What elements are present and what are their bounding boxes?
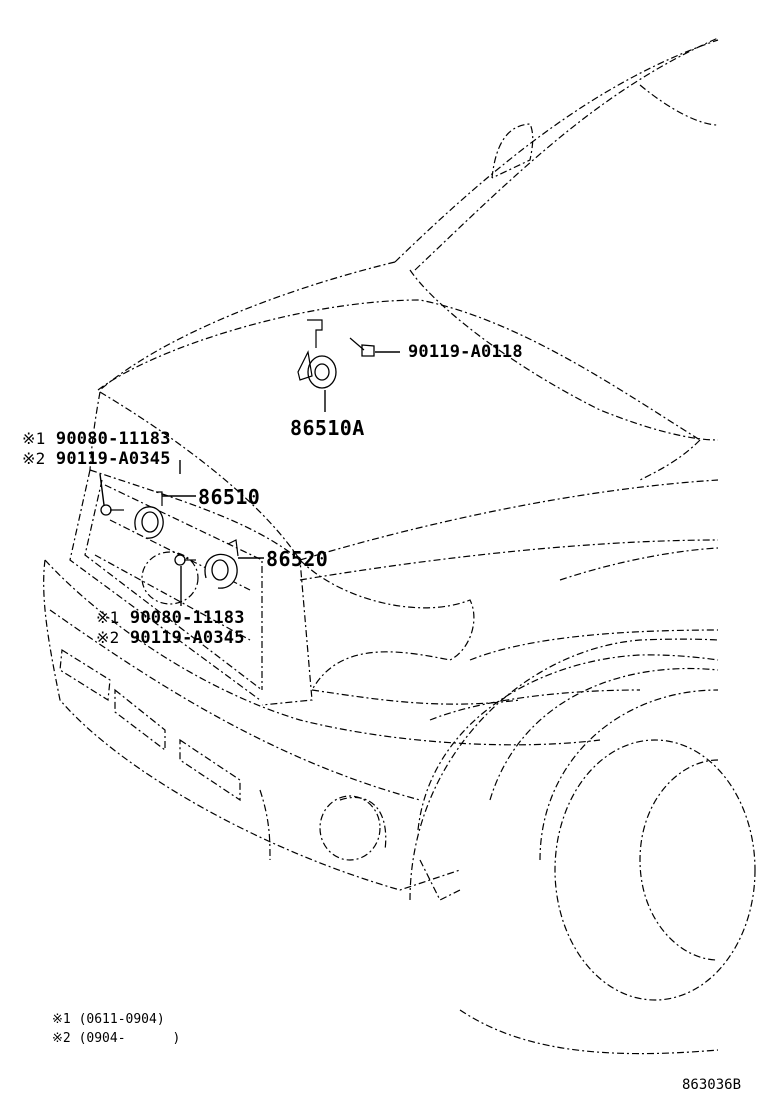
note-mark: ※2 bbox=[96, 628, 120, 647]
part-number: 90080-11183 bbox=[129, 608, 245, 628]
callout-right-horn: 86520 bbox=[266, 549, 328, 569]
part-number: 90080-11183 bbox=[55, 429, 171, 449]
note-2: ※2 (0904- ) bbox=[52, 1032, 180, 1045]
callout-bolt-upper-1: ※1 90080-11183 bbox=[22, 431, 171, 448]
note-mark: ※1 bbox=[96, 608, 120, 627]
note-text: (0611-0904) bbox=[78, 1012, 165, 1027]
callout-bolt-upper-2: ※2 90119-A0345 bbox=[22, 451, 171, 468]
part-number: 90119-A0345 bbox=[55, 449, 171, 469]
note-mark: ※1 bbox=[22, 429, 46, 448]
callout-high-horn: 86510A bbox=[290, 418, 365, 438]
diagram-code: 863036B bbox=[682, 1077, 742, 1093]
note-mark: ※1 bbox=[52, 1012, 71, 1027]
part-number: 90119-A0345 bbox=[129, 628, 245, 648]
note-1: ※1 (0611-0904) bbox=[52, 1013, 165, 1026]
callout-bolt-lower-1: ※1 90080-11183 bbox=[96, 610, 245, 627]
note-mark: ※2 bbox=[52, 1031, 71, 1046]
part-number: 86520 bbox=[266, 547, 329, 571]
callout-left-horn: 86510 bbox=[198, 487, 260, 507]
callout-bolt-lower-2: ※2 90119-A0345 bbox=[96, 630, 245, 647]
callout-horn-bolt: 90119-A0118 bbox=[408, 344, 523, 361]
note-text: (0904- ) bbox=[78, 1031, 181, 1046]
part-number: 86510A bbox=[290, 416, 365, 440]
note-mark: ※2 bbox=[22, 449, 46, 468]
part-number: 90119-A0118 bbox=[408, 342, 523, 362]
part-number: 86510 bbox=[198, 485, 261, 509]
